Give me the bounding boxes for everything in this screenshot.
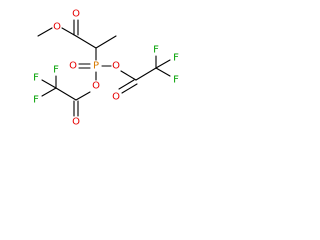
atom-f-left-3: F (33, 73, 39, 84)
molecule-diagram: O O P O O O O O F F F F F F (0, 0, 204, 167)
atom-o-ester-carbonyl: O (72, 9, 80, 20)
atom-o-phosphoryl: O (69, 61, 77, 72)
bond-o-c-left (75, 91, 91, 101)
atom-f-right-1: F (153, 45, 159, 56)
atom-labels: O O P O O O O O F F F F F F (33, 9, 179, 128)
atom-p-center: P (93, 61, 99, 72)
bond-left-cf3-f2 (41, 87, 57, 97)
bond-left-c-cf3 (55, 87, 77, 101)
bond-right-c-o-double-b (121, 83, 138, 94)
atom-o-left-carbonyl: O (72, 117, 80, 128)
atom-o-p-right: O (112, 61, 120, 72)
bonds (37, 19, 171, 117)
atom-o-p-left: O (92, 81, 100, 92)
atom-o-ester-ether: O (53, 22, 61, 33)
bond-right-cf3-f2 (155, 67, 171, 77)
atom-f-right-3: F (173, 53, 179, 64)
atom-o-right-carbonyl: O (112, 92, 120, 103)
structure-svg: O O P O O O O O F F F F F F (33, 9, 179, 128)
bond-right-cf3-f3 (155, 59, 171, 69)
bond-methyl-o (37, 27, 53, 37)
atom-f-right-2: F (173, 75, 179, 86)
bond-o-c-right (120, 70, 137, 81)
bond-right-c-cf3 (135, 67, 157, 81)
atom-f-left-1: F (53, 65, 59, 76)
bond-right-c-o-double-a (118, 79, 135, 90)
atom-f-left-2: F (33, 95, 39, 106)
bond-c-alpha (75, 35, 97, 49)
bond-left-cf3-f3 (41, 79, 57, 89)
bond-alpha-methyl (95, 35, 117, 49)
